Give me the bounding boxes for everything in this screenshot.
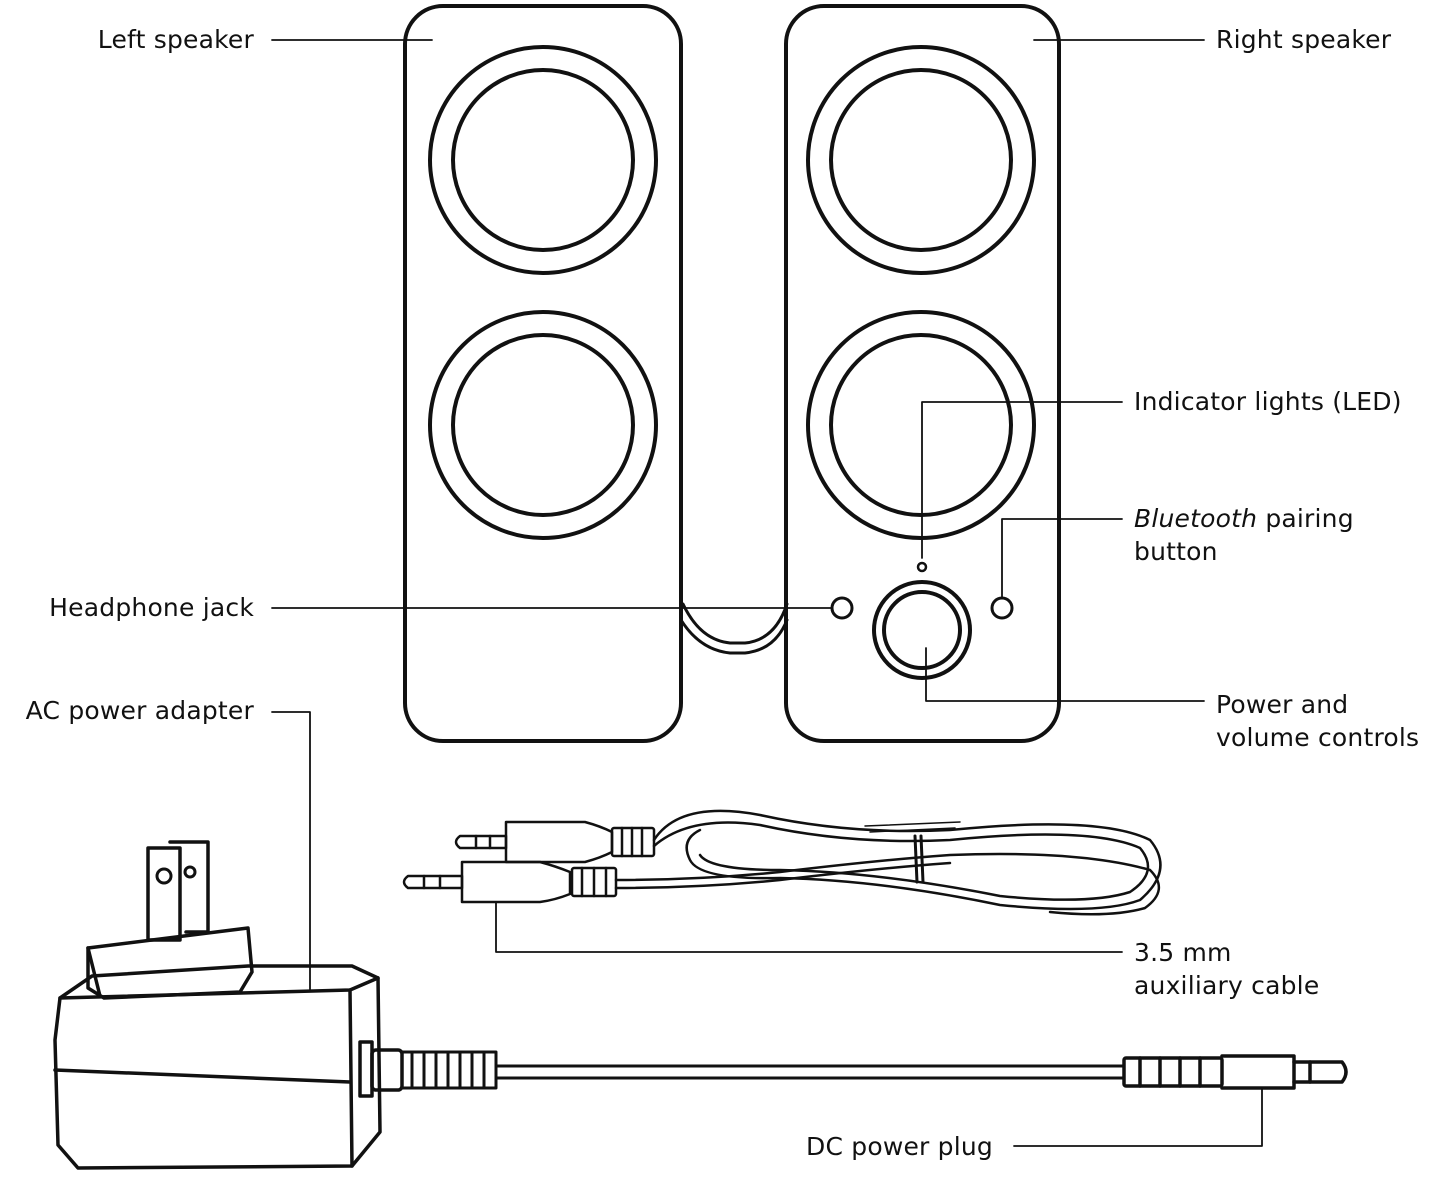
dc-power-plug-shape [1122,1054,1348,1090]
left-speaker [403,4,683,743]
label-bluetooth-line2: button [1134,537,1218,566]
label-indicator-lights: Indicator lights (LED) [1134,387,1402,416]
label-dc-power-plug: DC power plug [806,1132,993,1161]
label-power-volume-line2: volume controls [1216,723,1420,752]
label-aux-cable-line1: 3.5 mm [1134,938,1232,967]
leader-bluetooth [1001,518,1123,599]
leader-lines [271,39,1263,1147]
label-power-volume-line1: Power and [1216,690,1349,719]
power-volume-knob [872,580,972,680]
bluetooth-pairing-button [990,596,1014,620]
leader-dc-plug [1013,1087,1263,1147]
adapter-prong-left [146,846,182,942]
ac-power-adapter [53,840,1348,1170]
aux-plug-lower [402,860,618,904]
leader-power-volume [925,647,1205,702]
label-bluetooth-rest: pairing [1257,504,1354,533]
label-right-speaker: Right speaker [1216,25,1392,54]
left-speaker-lower-driver [428,310,658,540]
speaker-link-cable [679,602,789,655]
indicator-led [916,561,928,573]
aux-plug-upper [454,820,656,864]
label-bluetooth-italic: Bluetooth [1134,504,1258,533]
leader-ac-adapter [271,711,311,991]
leader-aux-cable [495,901,1123,953]
label-aux-cable: 3.5 mm auxiliary cable [1134,936,1319,1002]
label-power-volume-controls: Power and volume controls [1216,688,1419,754]
label-ac-power-adapter: AC power adapter [25,696,254,725]
headphone-jack-port [830,596,854,620]
aux-cable [402,809,1162,916]
left-speaker-upper-driver [428,45,658,275]
label-aux-cable-line2: auxiliary cable [1134,971,1320,1000]
label-left-speaker: Left speaker [97,25,254,54]
label-bluetooth-pairing-button: Bluetooth pairing button [1134,502,1354,568]
adapter-prong-right [168,840,210,934]
adapter-strain-relief-coils [400,1050,498,1090]
right-speaker [784,4,1061,743]
leader-indicator-lights [921,401,1123,559]
right-speaker-upper-driver [806,45,1036,275]
label-headphone-jack: Headphone jack [49,593,254,622]
right-speaker-lower-driver [806,310,1036,540]
